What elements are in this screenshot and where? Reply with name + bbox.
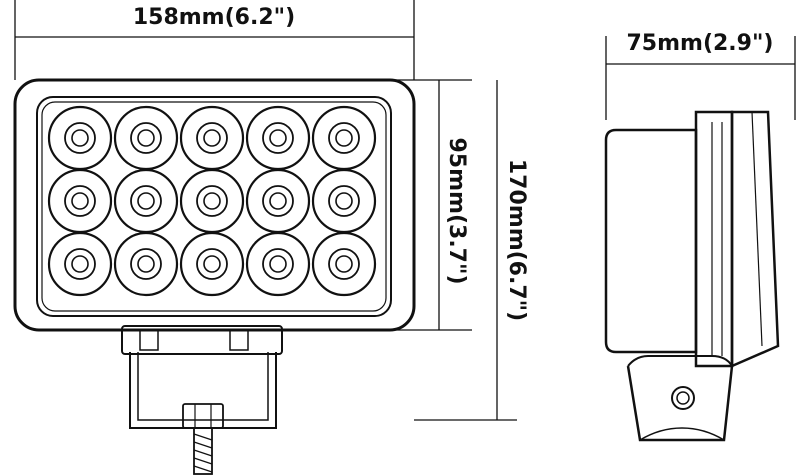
led-lens-ring	[196, 248, 228, 280]
led-reflector	[311, 105, 377, 171]
led-lens-ring	[196, 122, 228, 154]
width-dimension: 158mm(6.2")	[14, 0, 415, 80]
housing-outline	[13, 78, 416, 332]
bracket-tab-left	[139, 329, 159, 351]
led-reflector	[47, 168, 113, 234]
width-label: 158mm(6.2")	[133, 5, 295, 30]
led-lens-ring	[64, 122, 96, 154]
led-1-2	[113, 105, 179, 171]
led-lens-ring	[64, 248, 96, 280]
led-3-2	[113, 231, 179, 297]
led-chip	[335, 192, 353, 210]
bolt-shaft	[193, 427, 213, 475]
led-grid	[47, 105, 377, 297]
led-3-5	[311, 231, 377, 297]
total-height-label: 170mm(6.7")	[504, 159, 529, 321]
led-lens-ring	[328, 248, 360, 280]
front-housing	[13, 78, 416, 332]
led-2-2	[113, 168, 179, 234]
led-lens-ring	[328, 185, 360, 217]
led-chip	[335, 129, 353, 147]
lens-height-dimension: 95mm(3.7")	[391, 79, 472, 331]
led-chip	[269, 129, 287, 147]
led-reflector	[311, 231, 377, 297]
led-reflector	[113, 231, 179, 297]
front-bracket	[121, 325, 283, 475]
led-chip	[71, 129, 89, 147]
led-lens-ring	[262, 185, 294, 217]
led-lens-ring	[262, 122, 294, 154]
led-2-3	[179, 168, 245, 234]
led-2-5	[311, 168, 377, 234]
bracket-nut	[182, 403, 224, 429]
led-chip	[203, 255, 221, 273]
led-lens-ring	[328, 122, 360, 154]
led-lens-ring	[64, 185, 96, 217]
total-height-dimension: 170mm(6.7")	[414, 80, 529, 421]
led-reflector	[47, 105, 113, 171]
side-heatsink-edge	[751, 111, 763, 347]
led-1-5	[311, 105, 377, 171]
led-chip	[137, 129, 155, 147]
led-2-4	[245, 168, 311, 234]
bolt-thread-3	[193, 449, 213, 457]
led-reflector	[245, 105, 311, 171]
led-chip	[203, 129, 221, 147]
led-chip	[71, 255, 89, 273]
side-heatsink	[730, 110, 780, 368]
led-lens-ring	[196, 185, 228, 217]
lens-outer-border	[36, 96, 392, 317]
led-chip	[203, 192, 221, 210]
side-view	[604, 110, 780, 442]
led-2-1	[47, 168, 113, 234]
side-pivot-bolt-outer	[671, 386, 695, 410]
led-reflector	[113, 168, 179, 234]
bracket-tab-right	[229, 329, 249, 351]
led-reflector	[113, 105, 179, 171]
led-3-1	[47, 231, 113, 297]
side-body-front	[694, 110, 734, 368]
led-chip	[137, 255, 155, 273]
led-chip	[137, 192, 155, 210]
depth-label: 75mm(2.9")	[626, 31, 773, 56]
bracket-base-plate	[121, 325, 283, 355]
led-lens-ring	[262, 248, 294, 280]
mounting-bolt	[193, 427, 213, 475]
led-chip	[71, 192, 89, 210]
led-chip	[269, 255, 287, 273]
side-bracket-neck	[627, 355, 733, 367]
side-bracket-curve	[639, 427, 725, 441]
led-reflector	[245, 231, 311, 297]
side-bracket	[626, 365, 734, 442]
lens-height-label: 95mm(3.7")	[444, 137, 469, 284]
led-lens-ring	[130, 122, 162, 154]
bracket-u-outer	[129, 352, 277, 429]
led-reflector	[47, 231, 113, 297]
bolt-thread-2	[193, 441, 213, 449]
side-pivot-bolt-inner	[676, 391, 690, 405]
depth-dimension: 75mm(2.9")	[605, 31, 796, 120]
led-lens-ring	[130, 248, 162, 280]
bolt-thread-5	[193, 465, 213, 473]
led-reflector	[245, 168, 311, 234]
led-reflector	[179, 105, 245, 171]
led-reflector	[179, 231, 245, 297]
bolt-thread-1	[193, 433, 213, 441]
led-1-1	[47, 105, 113, 171]
led-1-3	[179, 105, 245, 171]
led-3-4	[245, 231, 311, 297]
bracket-u-inner	[137, 352, 269, 421]
bolt-thread-4	[193, 457, 213, 465]
led-3-3	[179, 231, 245, 297]
led-chip	[269, 192, 287, 210]
led-chip	[335, 255, 353, 273]
lens-inner-border	[41, 101, 387, 312]
led-lens-ring	[130, 185, 162, 217]
led-reflector	[179, 168, 245, 234]
led-1-4	[245, 105, 311, 171]
side-lens-face	[604, 128, 698, 354]
led-reflector	[311, 168, 377, 234]
